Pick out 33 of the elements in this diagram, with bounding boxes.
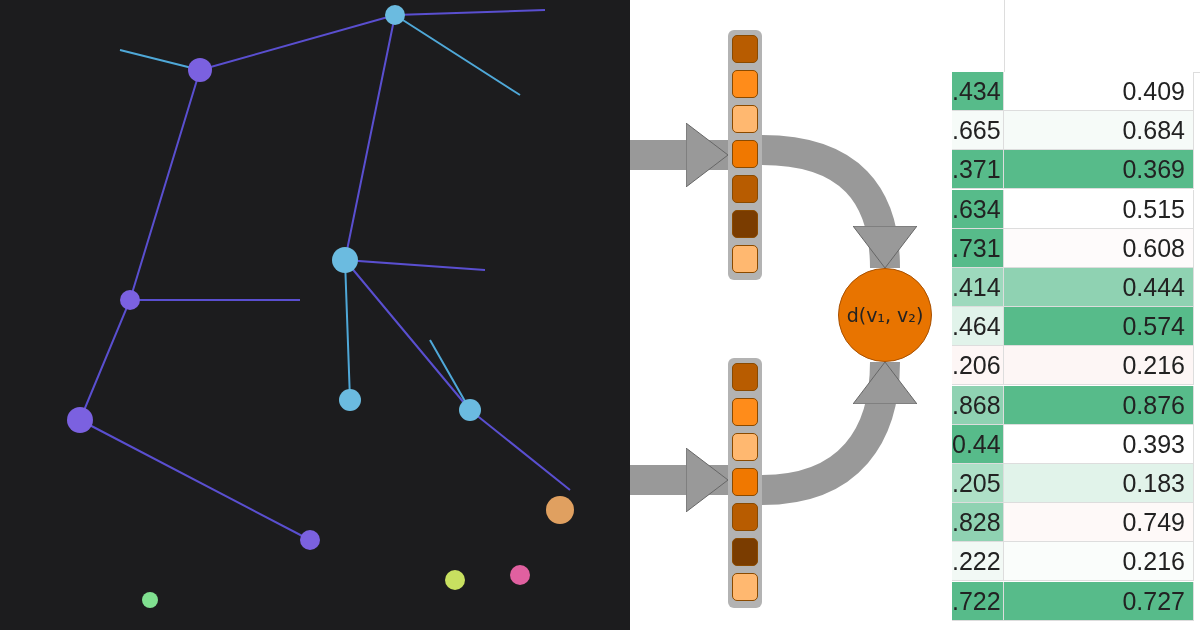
table-cell: 0.727 [1004,581,1194,621]
table-cell: 0.369 [1004,150,1194,190]
table-cell: .634 [952,189,1004,229]
table-cell: .868 [952,385,1004,425]
table-cell: .828 [952,503,1004,543]
table-cell: .731 [952,228,1004,268]
table-cell: .464 [952,307,1004,347]
table-cell: 0.608 [1004,228,1194,268]
block-arrow [630,122,729,188]
table-cell: 0.574 [1004,307,1194,347]
block-arrow [630,447,729,513]
table-cell: 0.684 [1004,111,1194,151]
table-cell: 0.393 [1004,424,1194,464]
table-cell: 0.409 [1004,72,1194,111]
table-cell: 0.515 [1004,189,1194,229]
table-cell: .414 [952,268,1004,307]
table-cell: .205 [952,464,1004,503]
formula-label: d(v₁, v₂) [846,304,924,326]
table-cell: .371 [952,150,1004,190]
vector-bar [728,30,762,280]
table-cell: 0.444 [1004,268,1194,307]
table-cell: 0.216 [1004,346,1194,386]
table-cell: 0.216 [1004,542,1194,582]
table-cell: .222 [952,542,1004,582]
table-cell: 0.44 [952,424,1004,464]
table-cell: .434 [952,72,1004,111]
vector-bar [728,358,762,608]
table-cell: 0.183 [1004,464,1194,503]
table-cell: .206 [952,346,1004,386]
table-cell: 0.749 [1004,503,1194,543]
table-cell: .665 [952,111,1004,151]
table-cell: 0.876 [1004,385,1194,425]
table-cell: .722 [952,581,1004,621]
